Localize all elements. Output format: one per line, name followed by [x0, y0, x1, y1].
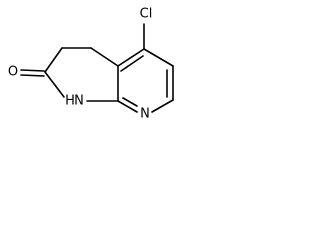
- chlorine-label: Cl: [140, 7, 153, 22]
- bond-c2-n1: [44, 71, 65, 98]
- carbonyl-oxygen-label: O: [8, 65, 18, 80]
- bond-c2-o-2: [20, 74, 45, 77]
- bond-c3-c2: [44, 47, 63, 73]
- ring-nitrogen-label: N: [140, 107, 150, 122]
- bond-c5-c6: [143, 48, 174, 67]
- amide-nh-nitrogen-label: N: [74, 94, 84, 109]
- bond-n8-c8a: [117, 100, 138, 113]
- bond-c4a-c5: [117, 48, 145, 67]
- bond-c2-o-1: [20, 69, 45, 72]
- amide-hydrogen-label: H: [65, 94, 75, 109]
- bond-c4a-c4: [90, 47, 119, 67]
- bond-n8-c8a-inner: [122, 97, 138, 107]
- chemical-structure: Cl N N H O: [8, 7, 174, 122]
- bond-c7-n8: [151, 99, 174, 113]
- bond-c4a-c5-inner: [120, 55, 144, 72]
